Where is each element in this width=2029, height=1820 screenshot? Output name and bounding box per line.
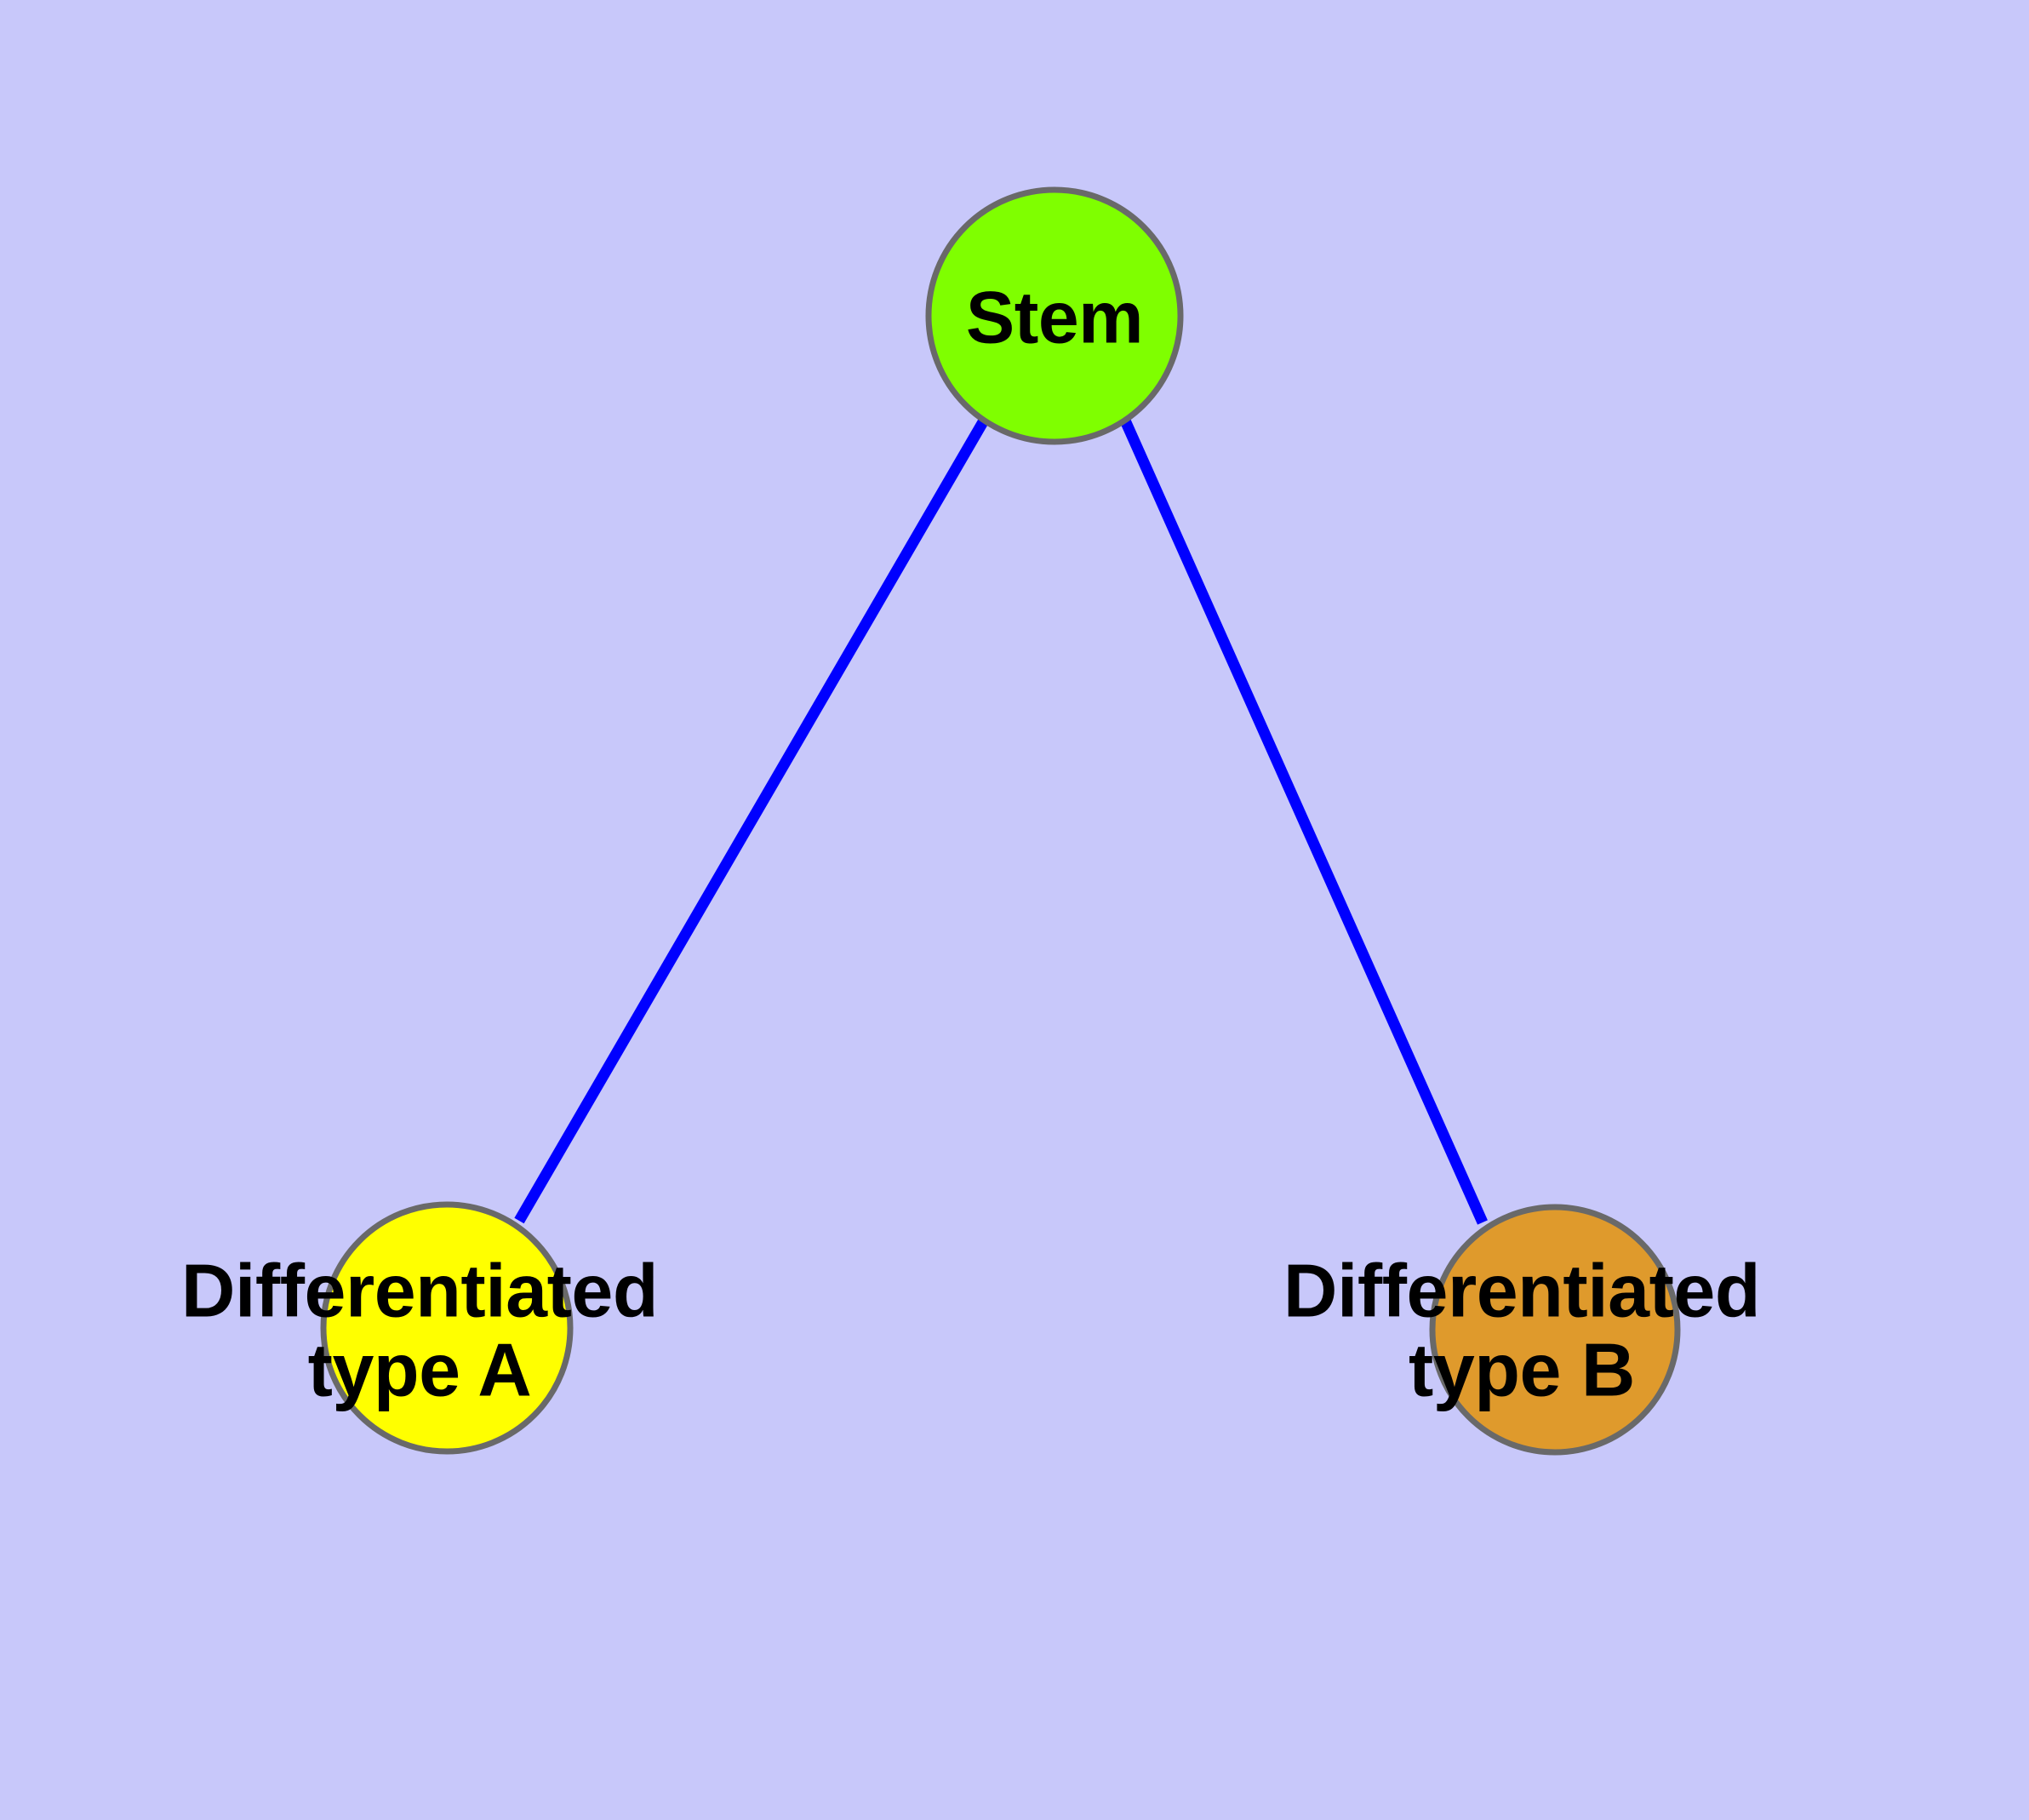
edge-stem-to-differentiated-type-b[interactable] [1120, 418, 1488, 1225]
node-differentiated-type-a[interactable] [320, 1201, 574, 1455]
node-differentiated-type-b[interactable] [1429, 1204, 1681, 1456]
node-stem[interactable] [925, 186, 1184, 445]
edges-group [514, 417, 1488, 1225]
nodes-group [320, 186, 1681, 1456]
edge-stem-to-differentiated-type-a[interactable] [514, 417, 989, 1224]
